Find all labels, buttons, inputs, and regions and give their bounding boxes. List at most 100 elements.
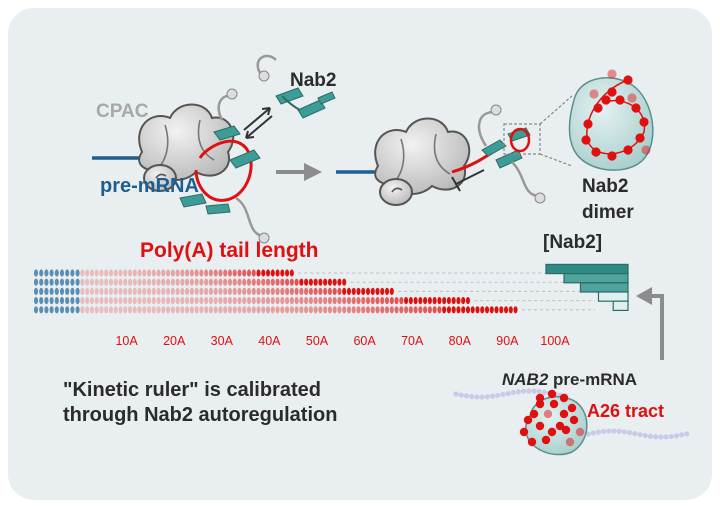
polya-bead <box>384 287 390 295</box>
polya-bead <box>323 287 328 295</box>
premrna-bead <box>668 433 674 440</box>
a26-tract-label: A26 tract <box>587 401 665 421</box>
polya-bead <box>213 278 218 286</box>
dimer-bead <box>641 145 651 155</box>
polya-bead <box>413 297 418 305</box>
polya-bead <box>337 306 342 314</box>
caption-line2: through Nab2 autoregulation <box>63 404 338 426</box>
polya-bead <box>218 306 223 314</box>
polya-bead <box>270 306 275 314</box>
body-bead <box>75 306 80 314</box>
polya-bead <box>142 287 147 295</box>
polya-bead <box>251 297 256 305</box>
polya-bead <box>465 297 471 305</box>
polya-bead <box>246 287 252 295</box>
body-bead <box>49 297 54 305</box>
polya-bead <box>380 287 385 295</box>
body-bead <box>65 306 70 314</box>
polya-bead <box>237 287 242 295</box>
body-bead <box>75 278 80 286</box>
polya-bead <box>251 278 256 286</box>
dimer-bead <box>607 69 617 79</box>
polya-bead <box>223 287 228 295</box>
polya-bead <box>189 297 194 305</box>
a26-bead <box>569 415 579 425</box>
cpac-complex-right <box>336 95 573 206</box>
polya-bead <box>446 306 451 314</box>
polya-bead <box>375 287 380 295</box>
polya-bead <box>437 297 442 305</box>
polya-bead <box>156 287 161 295</box>
polya-bead <box>127 269 133 277</box>
polya-bead <box>304 287 309 295</box>
a26-bead <box>535 393 545 403</box>
polya-bead <box>437 306 442 314</box>
polya-bead <box>123 269 128 277</box>
body-bead <box>33 269 39 277</box>
body-bead <box>59 297 65 305</box>
polya-bead <box>218 297 223 305</box>
nab2-premrna-suffix: pre-mRNA <box>548 370 638 389</box>
polya-bead <box>304 306 309 314</box>
polya-bead <box>80 297 85 305</box>
polya-bead <box>456 306 461 314</box>
polya-bead <box>275 297 280 305</box>
body-bead <box>49 278 54 286</box>
polya-bead <box>304 297 309 305</box>
polya-bead <box>256 287 261 295</box>
body-bead <box>44 287 49 295</box>
polya-bead <box>285 287 290 295</box>
polya-bead <box>127 297 133 305</box>
polya-bead <box>265 297 271 305</box>
polya-bead <box>337 278 342 286</box>
polya-bead <box>404 306 409 314</box>
polya-bead <box>308 278 313 286</box>
polya-bead <box>237 306 242 314</box>
polya-bead <box>346 297 352 305</box>
polya-bead <box>108 278 114 286</box>
polya-bead <box>232 287 237 295</box>
polya-bead <box>132 297 137 305</box>
polya-bead <box>299 306 304 314</box>
premrna-bead <box>658 434 664 440</box>
a26-bead <box>549 399 559 409</box>
premrna-bead <box>616 428 622 434</box>
polya-bead <box>280 278 285 286</box>
cpac-icon-right <box>374 117 471 206</box>
polya-bead <box>318 287 323 295</box>
body-bead <box>44 306 49 314</box>
polya-bead <box>480 306 485 314</box>
premrna-bead <box>484 394 490 400</box>
polya-bead <box>399 306 404 314</box>
polya-bead <box>166 306 171 314</box>
nab2-level-bars <box>545 263 629 312</box>
premrna-bead <box>474 394 480 400</box>
polya-bead <box>261 269 266 277</box>
polya-bead <box>337 297 342 305</box>
nab2-level-bar <box>597 291 629 302</box>
polya-bead <box>89 269 94 277</box>
polya-bead <box>166 297 171 305</box>
polya-bead <box>99 269 104 277</box>
polya-bead <box>99 287 104 295</box>
polya-bead <box>346 287 352 295</box>
polya-bead <box>227 297 233 305</box>
polya-bead <box>427 306 432 314</box>
polya-bead <box>132 287 137 295</box>
a26-bead <box>535 421 545 431</box>
nab2-concentration-label: [Nab2] <box>543 232 603 253</box>
polya-bead <box>175 278 180 286</box>
polya-bead <box>223 278 228 286</box>
body-bead <box>70 287 75 295</box>
premrna-bead <box>500 391 506 398</box>
polya-bead <box>251 306 256 314</box>
polya-bead <box>451 297 456 305</box>
polya-bead <box>127 306 133 314</box>
premrna-bead <box>653 434 659 440</box>
polya-bead <box>227 278 233 286</box>
polya-bead <box>370 287 375 295</box>
polya-bead <box>237 269 242 277</box>
ruler-tick-label: 40A <box>258 334 281 348</box>
polya-bead <box>270 287 275 295</box>
